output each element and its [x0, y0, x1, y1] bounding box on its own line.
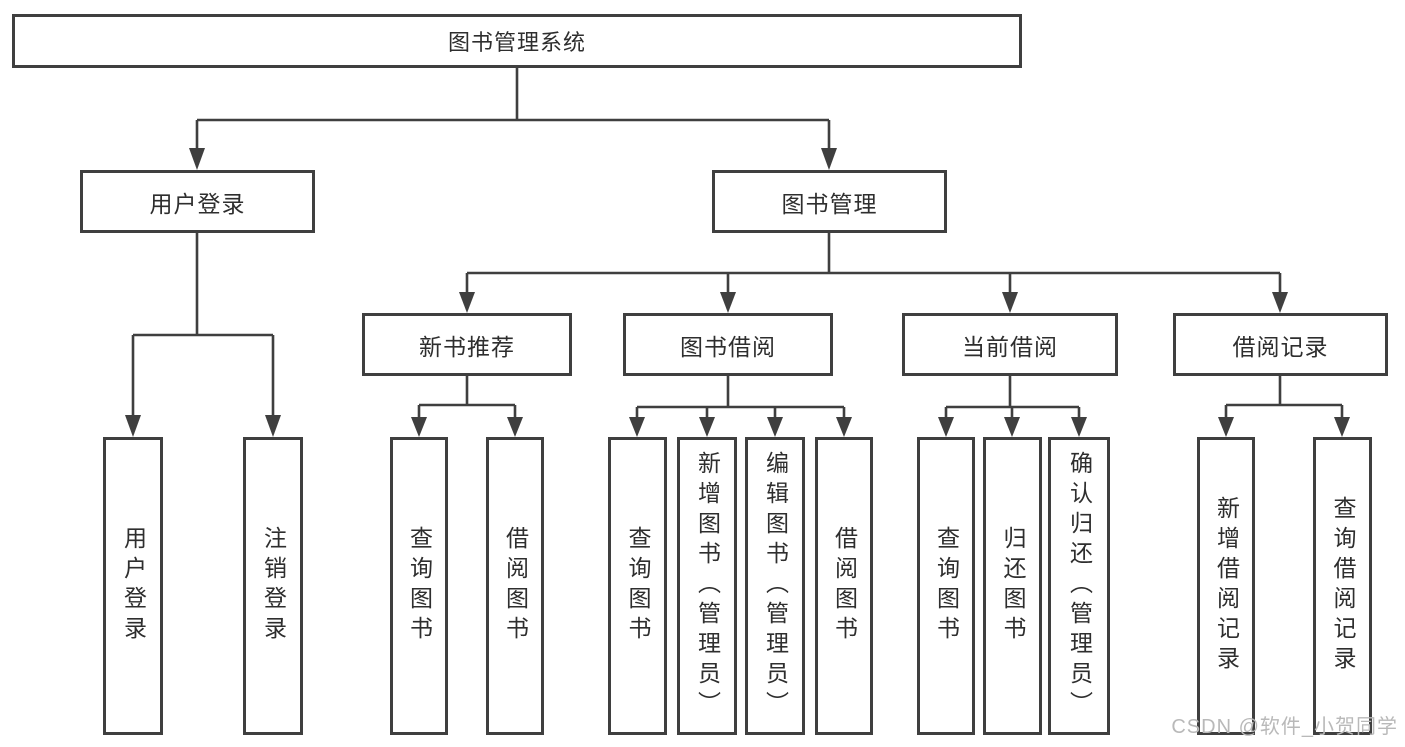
node-current-borrow: 当前借阅	[902, 313, 1118, 376]
leaf-user-login: 用户登录	[103, 437, 163, 735]
connector-book-borrow-split	[635, 376, 846, 419]
leaf-confirm-return-admin: 确认归还（管理员）	[1048, 437, 1110, 735]
node-new-book-recommend: 新书推荐	[362, 313, 572, 376]
arrowheads-root-split	[189, 148, 837, 170]
leaf-borrow-books-2: 借阅图书	[815, 437, 873, 735]
leaf-query-books-2: 查询图书	[608, 437, 667, 735]
leaf-query-books-1: 查询图书	[390, 437, 448, 735]
leaf-query-borrow-record-label: 查询借阅记录	[1330, 496, 1356, 676]
leaf-query-borrow-record: 查询借阅记录	[1313, 437, 1372, 735]
node-book-borrow-label: 图书借阅	[680, 333, 776, 360]
connector-new-book-split	[417, 376, 517, 419]
leaf-query-books-3-label: 查询图书	[933, 526, 960, 646]
leaf-add-borrow-record: 新增借阅记录	[1197, 437, 1255, 735]
leaf-query-books-2-label: 查询图书	[625, 526, 651, 646]
node-root: 图书管理系统	[12, 14, 1022, 68]
arrowheads-borrow-records-split	[1218, 417, 1350, 437]
node-book-management: 图书管理	[712, 170, 947, 233]
leaf-logout-label: 注销登录	[260, 526, 287, 646]
leaf-edit-books-admin-label: 编辑图书（管理员）	[762, 451, 789, 721]
leaf-borrow-books-1-label: 借阅图书	[502, 526, 529, 646]
leaf-user-login-label: 用户登录	[120, 526, 147, 646]
node-current-borrow-label: 当前借阅	[962, 333, 1058, 360]
arrowheads-book-borrow-split	[629, 417, 852, 437]
leaf-return-books-label: 归还图书	[1000, 526, 1026, 646]
leaf-borrow-books-1: 借阅图书	[486, 437, 544, 735]
arrowheads-current-borrow-split	[938, 417, 1087, 437]
node-root-label: 图书管理系统	[447, 30, 586, 55]
leaf-query-books-3: 查询图书	[917, 437, 975, 735]
leaf-add-borrow-record-label: 新增借阅记录	[1213, 496, 1240, 676]
connector-root-split	[195, 68, 831, 150]
csdn-watermark: CSDN @软件_小贺同学	[1171, 716, 1398, 738]
node-book-management-label: 图书管理	[781, 190, 878, 217]
arrowheads-new-book-split	[411, 417, 523, 437]
node-borrow-records: 借阅记录	[1173, 313, 1388, 376]
leaf-confirm-return-admin-label: 确认归还（管理员）	[1066, 451, 1093, 721]
arrowheads-user-login-split	[125, 415, 281, 437]
leaf-query-books-1-label: 查询图书	[406, 526, 433, 646]
leaf-logout: 注销登录	[243, 437, 303, 735]
leaf-add-books-admin: 新增图书（管理员）	[677, 437, 737, 735]
connector-current-borrow-split	[944, 376, 1081, 419]
node-user-login-label: 用户登录	[149, 190, 246, 217]
connector-book-mgmt-split	[465, 233, 1282, 294]
leaf-add-books-admin-label: 新增图书（管理员）	[694, 451, 721, 721]
node-user-login: 用户登录	[80, 170, 315, 233]
node-new-book-recommend-label: 新书推荐	[419, 333, 515, 360]
connector-user-login-split	[131, 233, 275, 417]
leaf-edit-books-admin: 编辑图书（管理员）	[745, 437, 805, 735]
leaf-return-books: 归还图书	[983, 437, 1042, 735]
connector-borrow-records-split	[1224, 376, 1344, 419]
leaf-borrow-books-2-label: 借阅图书	[831, 526, 858, 646]
node-book-borrow: 图书借阅	[623, 313, 833, 376]
node-borrow-records-label: 借阅记录	[1232, 333, 1329, 360]
arrowheads-book-mgmt-split	[459, 292, 1288, 313]
